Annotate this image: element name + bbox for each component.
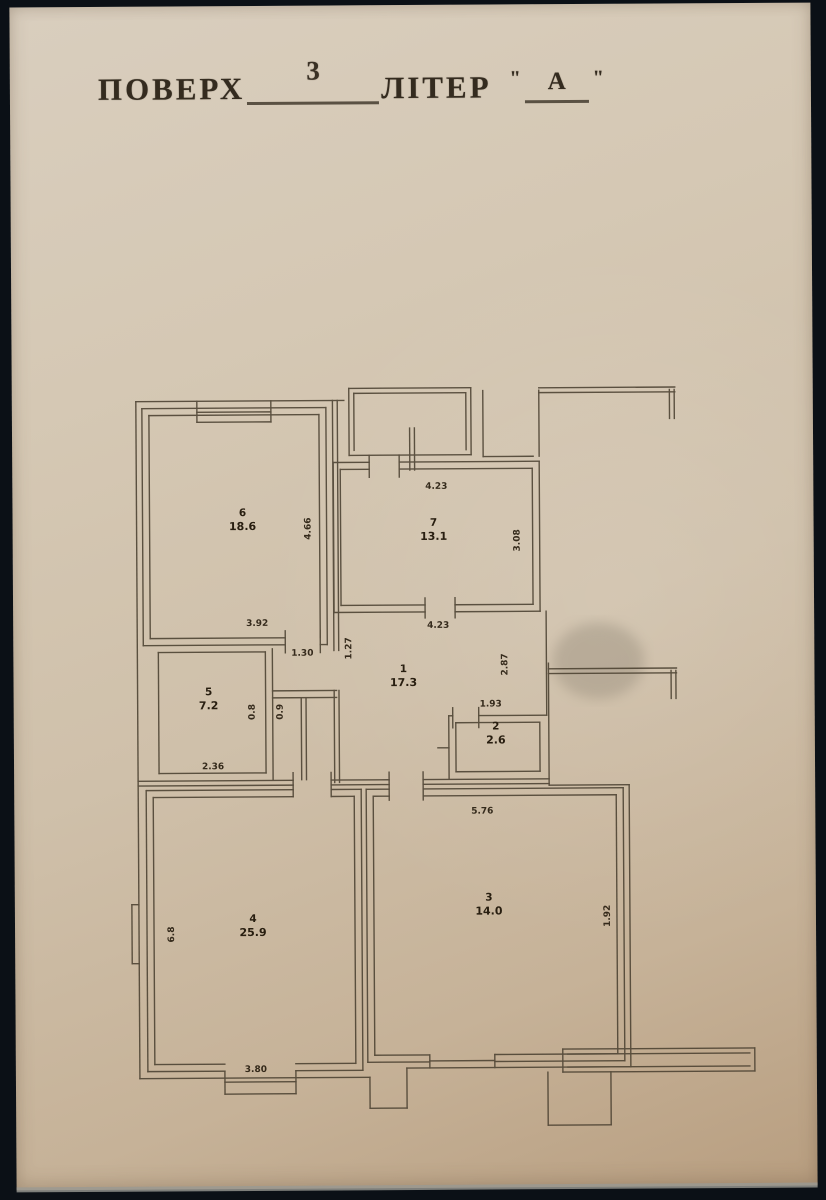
room-label: 13.1: [420, 530, 447, 543]
room-label: 6: [239, 507, 246, 519]
room-label: 7.2: [199, 699, 219, 712]
dimension-label: 3.80: [245, 1065, 267, 1075]
dimension-label: 1.27: [344, 637, 354, 659]
room-label: 3: [485, 892, 492, 904]
room-labels: 618.6 713.1 117.3 57.2 22.6 425.9 314.0: [199, 507, 506, 939]
dimension-label: 4.66: [304, 517, 314, 539]
dimension-label: 6.8: [167, 926, 177, 942]
room-label: 2: [492, 720, 499, 732]
room-label: 25.9: [239, 926, 266, 939]
room-label: 1: [400, 663, 407, 675]
dimension-label: 4.23: [425, 482, 447, 492]
dimension-label: 1.93: [480, 699, 502, 709]
room-label: 17.3: [390, 676, 417, 689]
room-label: 18.6: [229, 520, 257, 533]
dimension-label: 2.87: [500, 653, 510, 675]
dimension-label: 0.9: [276, 704, 286, 720]
dimension-labels: 4.23 4.66 3.08 3.92 1.30 1.27 4.23 2.87 1.93 0.8 0…: [167, 482, 613, 1075]
dimension-label: 3.08: [513, 529, 523, 551]
walls: [131, 386, 756, 1126]
dimension-label: 1.30: [291, 649, 313, 659]
room-label: 5: [205, 686, 212, 698]
dimension-label: 1.92: [603, 905, 613, 927]
dimension-label: 4.23: [427, 621, 449, 631]
room-label: 7: [430, 517, 437, 529]
room-label: 14.0: [475, 904, 503, 917]
dimension-label: 0.8: [248, 704, 258, 720]
room-label: 4: [249, 913, 256, 925]
dimension-label: 3.92: [246, 619, 268, 629]
room-label: 2.6: [486, 733, 506, 746]
paper-stain: [552, 622, 645, 699]
dimension-label: 2.36: [202, 762, 224, 772]
dimension-label: 5.76: [471, 807, 493, 817]
